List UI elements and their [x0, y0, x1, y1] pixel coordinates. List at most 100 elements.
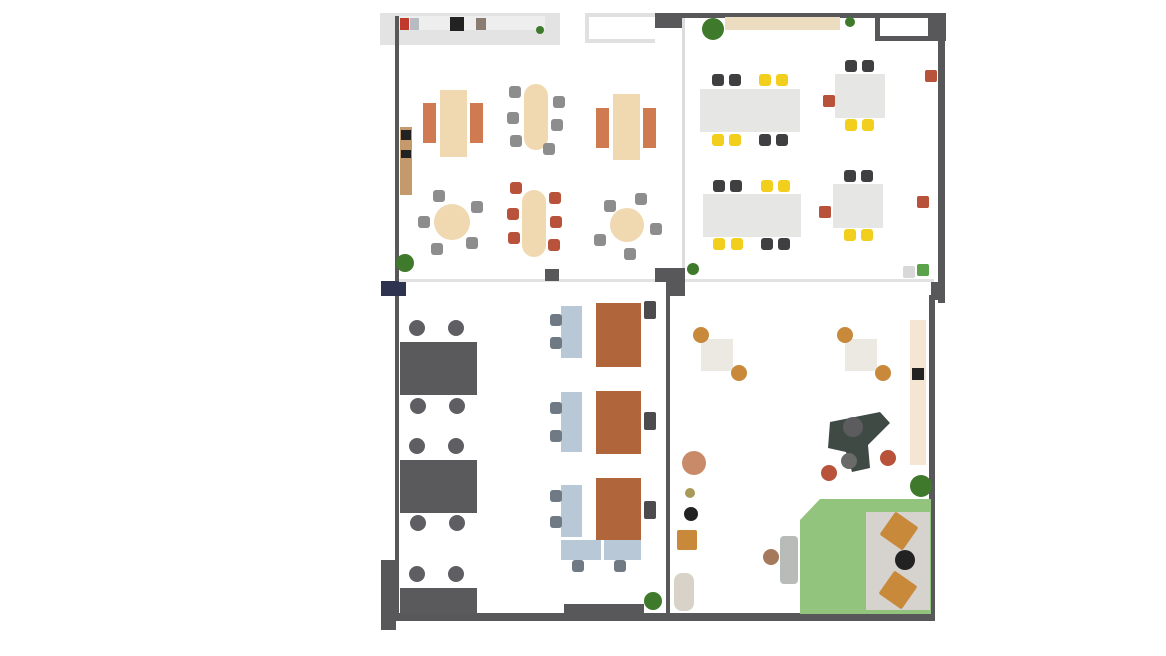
- office-chair: [843, 417, 863, 437]
- printer: [912, 368, 924, 380]
- stool: [763, 549, 779, 565]
- plant: [687, 263, 699, 275]
- chair: [550, 430, 562, 442]
- armchair: [823, 95, 835, 107]
- chair: [624, 248, 636, 260]
- appliance-black: [401, 130, 411, 140]
- wall-segment: [545, 269, 559, 281]
- desk-pod: [400, 460, 477, 513]
- oval-table: [522, 190, 546, 257]
- chair: [550, 516, 562, 528]
- lounge-pair: [845, 339, 877, 371]
- sofa: [780, 536, 798, 584]
- appliance-red: [400, 18, 409, 30]
- coffee-table: [895, 550, 915, 570]
- bench: [423, 103, 436, 143]
- chair: [550, 402, 562, 414]
- chair: [551, 119, 563, 131]
- chair: [543, 143, 555, 155]
- armchair: [925, 70, 937, 82]
- chair: [729, 74, 741, 86]
- chair: [861, 229, 873, 241]
- chair: [761, 238, 773, 250]
- right-counter: [910, 320, 926, 465]
- plant: [910, 475, 932, 497]
- plant: [536, 26, 544, 34]
- lounge-pair: [701, 339, 733, 371]
- plant: [396, 254, 414, 272]
- chair: [844, 229, 856, 241]
- chair: [510, 135, 522, 147]
- lounge-chair: [693, 327, 709, 343]
- armchair: [917, 196, 929, 208]
- table: [703, 194, 801, 237]
- chair: [510, 182, 522, 194]
- wall-segment: [655, 13, 685, 28]
- partition-vertical-top: [682, 18, 685, 280]
- office-chair: [449, 515, 465, 531]
- chair: [550, 490, 562, 502]
- chair: [550, 314, 562, 326]
- chair: [862, 119, 874, 131]
- table: [700, 89, 800, 132]
- chair: [550, 216, 562, 228]
- chair: [508, 232, 520, 244]
- table: [833, 184, 883, 228]
- table: [596, 391, 641, 454]
- cabinet-dark: [564, 604, 644, 614]
- office-chair: [409, 438, 425, 454]
- chair: [644, 501, 656, 519]
- side-table: [685, 488, 695, 498]
- bottom-wall: [381, 613, 935, 621]
- chair: [861, 170, 873, 182]
- wall-segment: [655, 268, 685, 282]
- pouf: [880, 450, 896, 466]
- top-wall-dark: [655, 13, 935, 18]
- office-chair: [449, 398, 465, 414]
- side-table: [684, 507, 698, 521]
- bench: [643, 108, 656, 148]
- left-wall: [395, 16, 399, 616]
- chair: [644, 301, 656, 319]
- table: [596, 478, 641, 540]
- kitchen-counter: [395, 16, 545, 30]
- chair: [431, 243, 443, 255]
- partition-vertical-bottom: [666, 282, 670, 615]
- appliance-black: [401, 150, 411, 158]
- pouf: [821, 465, 837, 481]
- chair: [509, 86, 521, 98]
- stool: [917, 264, 929, 276]
- round-lounge: [682, 451, 706, 475]
- desk: [561, 540, 601, 560]
- office-chair: [410, 398, 426, 414]
- round-table: [610, 208, 644, 242]
- chair: [729, 134, 741, 146]
- round-table: [434, 204, 470, 240]
- desk-pod: [400, 588, 477, 614]
- chair: [507, 208, 519, 220]
- office-chair: [410, 515, 426, 531]
- office-chair: [409, 320, 425, 336]
- appliance-brown: [476, 18, 486, 30]
- wall-segment: [585, 13, 589, 43]
- lounge-chair: [837, 327, 853, 343]
- right-wall-upper: [938, 13, 945, 303]
- table: [835, 74, 885, 118]
- chair: [549, 192, 561, 204]
- wall-segment: [875, 36, 935, 41]
- chair: [466, 237, 478, 249]
- stool: [903, 266, 915, 278]
- column-navy: [381, 281, 406, 296]
- desk: [561, 392, 582, 452]
- plant: [644, 592, 662, 610]
- chair: [759, 134, 771, 146]
- chair: [862, 60, 874, 72]
- desk: [561, 485, 582, 537]
- office-chair: [409, 566, 425, 582]
- chair: [778, 180, 790, 192]
- top-wall-light: [585, 13, 655, 17]
- pouf: [841, 453, 857, 469]
- wall-segment: [585, 39, 655, 43]
- coffee-machine: [450, 17, 464, 31]
